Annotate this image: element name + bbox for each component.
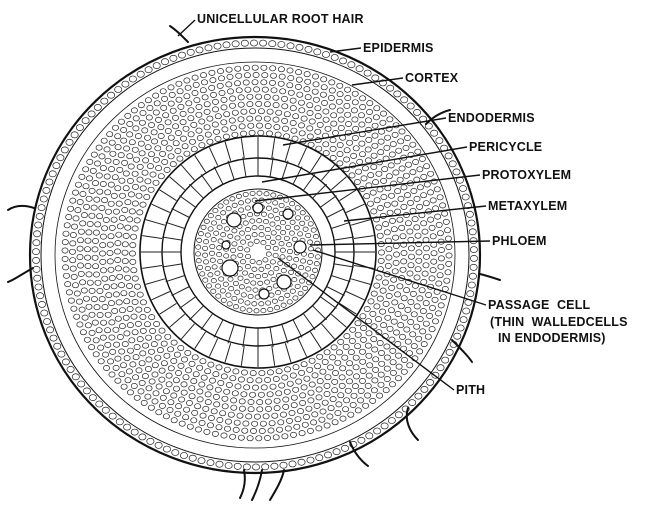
label-phloem: PHLOEM xyxy=(492,234,547,249)
label-epidermis: EPIDERMIS xyxy=(363,41,434,56)
label-passage-cell-line2: (THIN WALLEDCELLS xyxy=(490,315,628,330)
root-hair xyxy=(8,268,33,282)
label-passage-cell-line3: IN ENDODERMIS) xyxy=(498,331,606,346)
root-hair xyxy=(8,206,34,210)
root-hair xyxy=(270,470,284,500)
label-endodermis: ENDODERMIS xyxy=(448,111,535,126)
xylem-vessel xyxy=(294,241,306,253)
root-hair xyxy=(240,470,245,498)
label-cortex: CORTEX xyxy=(405,71,458,86)
xylem-vessel xyxy=(253,203,263,213)
xylem-vessel xyxy=(277,275,291,289)
label-passage-cell-line1: PASSAGE CELL xyxy=(488,298,590,313)
label-pith: PITH xyxy=(456,383,485,398)
xylem-vessel xyxy=(222,260,238,276)
root-hair xyxy=(480,274,500,280)
tissue-layers xyxy=(30,37,480,473)
label-protoxylem: PROTOXYLEM xyxy=(482,168,571,183)
xylem-vessel xyxy=(259,289,269,299)
xylem-vessel xyxy=(283,209,293,219)
label-pericycle: PERICYCLE xyxy=(469,140,542,155)
xylem-vessel xyxy=(227,213,241,227)
leader-line xyxy=(178,20,195,36)
pericycle-ring xyxy=(181,176,335,328)
label-unicellular-root-hair: UNICELLULAR ROOT HAIR xyxy=(197,12,364,27)
root-hair xyxy=(252,470,262,500)
xylem-vessel xyxy=(222,241,230,249)
label-metaxylem: METAXYLEM xyxy=(488,199,567,214)
